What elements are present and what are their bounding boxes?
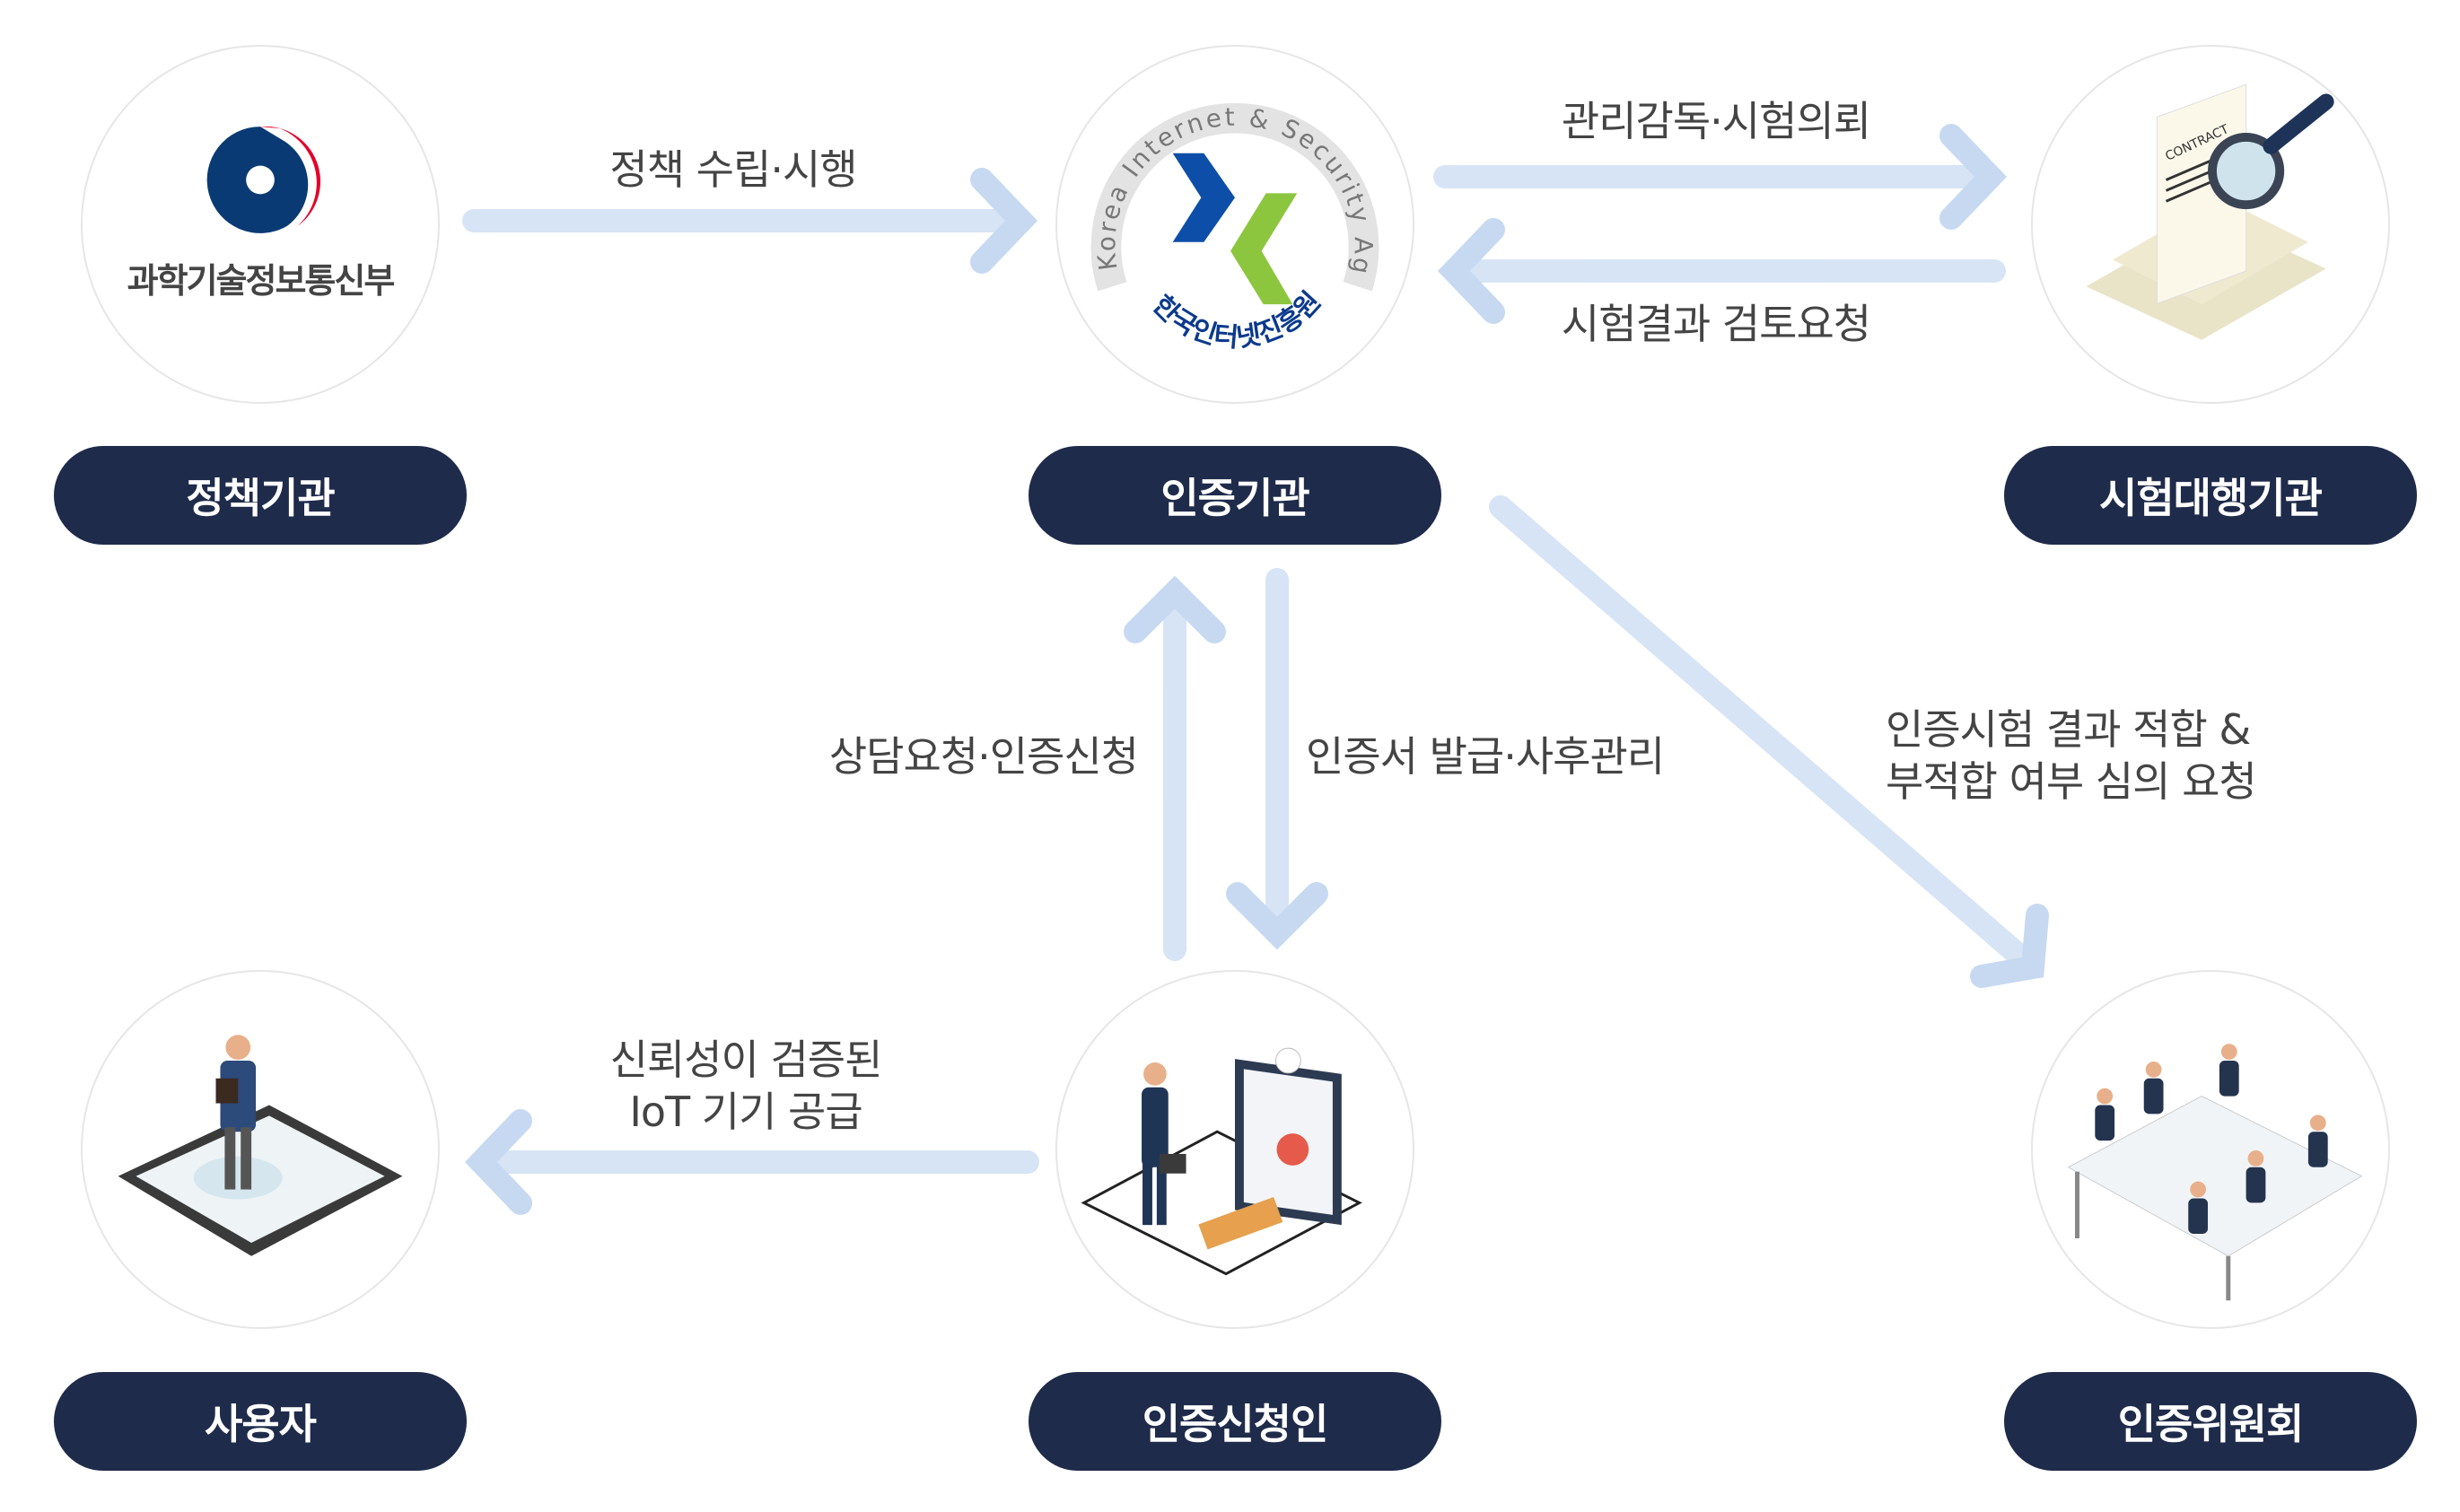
policy-agency-circle: 과학기술정보통신부 xyxy=(81,45,440,404)
arrow-policy-to-cert xyxy=(462,168,1037,274)
label-cert-to-testing: 관리감독·시험의뢰 xyxy=(1561,97,1871,145)
user-tablet-icon xyxy=(118,1035,403,1256)
arrow-cert-to-testing xyxy=(1433,124,2007,230)
contract-magnifier-icon: CONTRACT xyxy=(2086,83,2334,340)
applicant-certificate-icon xyxy=(1081,1047,1362,1276)
label-testing-to-cert: 시험결과 검토요청 xyxy=(1561,300,1871,348)
node-applicant: 인증신청인 xyxy=(1029,1372,1441,1471)
arrow-cert-to-committee xyxy=(1489,495,2049,988)
certification-agency-circle: Korea Internet & Security Agency 한국인터넷진흥… xyxy=(1055,45,1414,404)
node-committee: 인증위원회 xyxy=(2004,1372,2417,1471)
committee-meeting-icon xyxy=(2067,1044,2363,1301)
node-user: 사용자 xyxy=(54,1372,467,1471)
msit-logo-icon xyxy=(206,126,321,233)
kisa-logo-icon: Korea Internet & Security Agency 한국인터넷진흥… xyxy=(1057,47,1379,354)
svg-text:한국인터넷진흥원: 한국인터넷진흥원 xyxy=(1146,286,1327,354)
node-testing-agency: 시험대행기관 xyxy=(2004,446,2417,545)
arrow-applicant-to-cert xyxy=(1124,575,1226,961)
label-cert-to-applicant: 인증서 발급·사후관리 xyxy=(1306,732,1665,781)
node-policy-agency: 정책기관 xyxy=(54,446,467,545)
committee-circle xyxy=(2031,970,2390,1329)
kisa-english-text: Korea Internet & Security Agency xyxy=(1057,47,1376,279)
label-cert-to-committee: 인증시험 결과 적합 & 부적합 여부 심의 요청 xyxy=(1886,704,2257,808)
label-line: 부적합 여부 심의 요청 xyxy=(1886,757,2257,806)
arrow-cert-to-applicant xyxy=(1226,568,1328,950)
arrow-testing-to-cert xyxy=(1438,218,2006,324)
label-applicant-to-user: 신뢰성이 검증된 IoT 기기 공급 xyxy=(609,1034,883,1138)
label-applicant-to-cert: 상담요청·인증신청 xyxy=(828,732,1139,781)
applicant-circle xyxy=(1055,970,1414,1329)
user-circle xyxy=(81,970,440,1329)
msit-logo-text: 과학기술정보통신부 xyxy=(127,261,396,301)
label-line: 신뢰성이 검증된 xyxy=(609,1036,883,1084)
arrow-applicant-to-user xyxy=(465,1109,1039,1215)
testing-agency-circle: CONTRACT xyxy=(2031,45,2390,404)
kisa-korean-text: 한국인터넷진흥원 xyxy=(1146,286,1327,354)
label-policy-to-cert: 정책 수립·시행 xyxy=(609,145,857,194)
label-line: IoT 기기 공급 xyxy=(629,1088,862,1136)
node-certification-agency: 인증기관 xyxy=(1029,446,1441,545)
label-line: 인증시험 결과 적합 & xyxy=(1886,705,2251,754)
svg-text:Korea Internet & Security Agen: Korea Internet & Security Agency xyxy=(1057,47,1379,279)
